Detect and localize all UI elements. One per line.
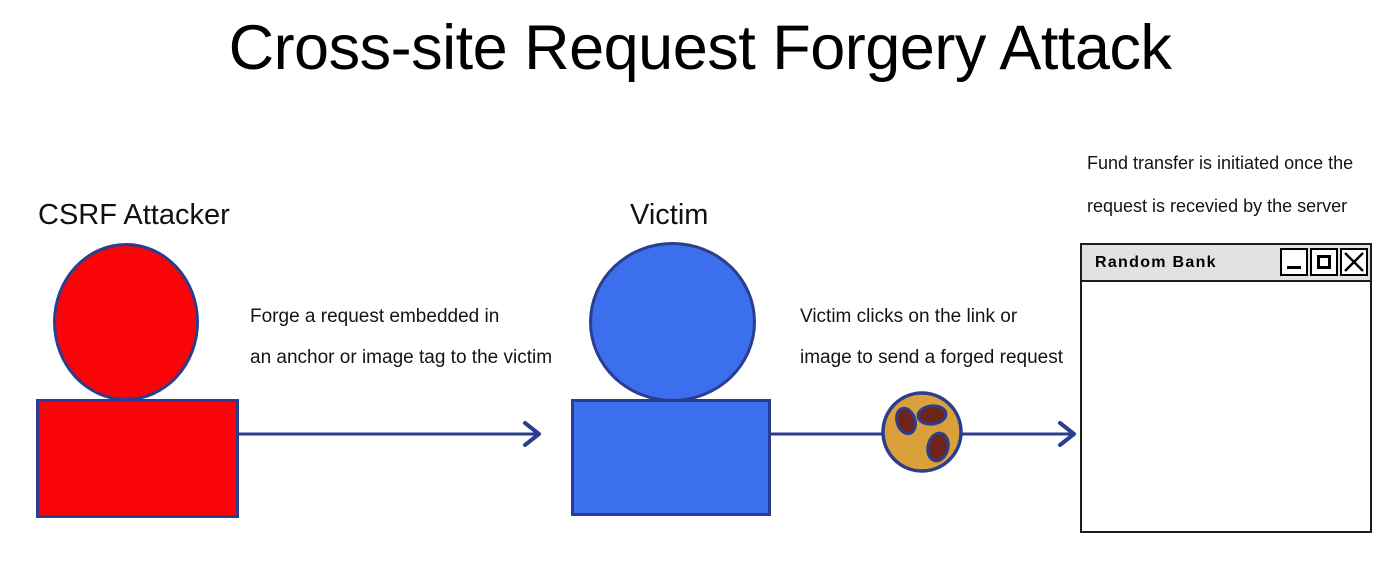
server-note-line-2: request is recevied by the server <box>1087 196 1348 216</box>
page-title: Cross-site Request Forgery Attack <box>228 13 1172 83</box>
minimize-button[interactable] <box>1280 248 1308 276</box>
window-titlebar[interactable]: Random Bank <box>1082 245 1370 282</box>
annotation-line-1: Victim clicks on the link or <box>800 306 1018 327</box>
attacker-head-icon <box>53 243 199 401</box>
maximize-icon <box>1317 255 1331 269</box>
annotation-attacker-to-victim: Forge a request embedded in an anchor or… <box>250 296 552 378</box>
server-note-line-1: Fund transfer is initiated once the <box>1087 153 1354 173</box>
annotation-victim-to-server: Victim clicks on the link or image to se… <box>800 296 1063 378</box>
window-content-area[interactable] <box>1082 282 1370 531</box>
close-icon <box>1344 252 1364 272</box>
attacker-label: CSRF Attacker <box>38 199 230 231</box>
close-button[interactable] <box>1340 248 1368 276</box>
maximize-button[interactable] <box>1310 248 1338 276</box>
annotation-line-2: image to send a forged request <box>800 347 1064 368</box>
arrow-attacker-to-victim-icon <box>236 421 541 447</box>
victim-body-icon <box>571 399 771 516</box>
attacker-body-icon <box>36 399 239 518</box>
window-title: Random Bank <box>1095 253 1217 271</box>
server-note: Fund transfer is initiated once the requ… <box>1087 142 1353 228</box>
window-controls <box>1280 248 1368 276</box>
session-cookie-icon <box>881 391 963 473</box>
victim-label: Victim <box>630 199 709 231</box>
minimize-icon <box>1287 266 1301 269</box>
browser-window[interactable]: Random Bank <box>1080 243 1372 533</box>
victim-head-icon <box>589 242 756 402</box>
annotation-line-1: Forge a request embedded in <box>250 306 500 327</box>
annotation-line-2: an anchor or image tag to the victim <box>250 347 553 368</box>
